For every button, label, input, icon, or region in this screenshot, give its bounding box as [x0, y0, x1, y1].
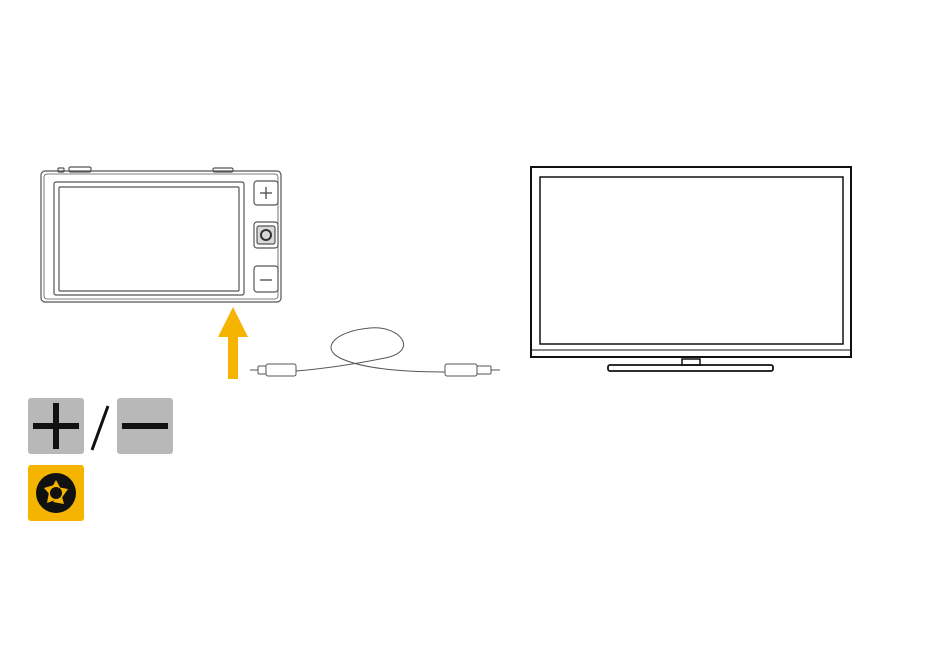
device-body-inner-edge	[44, 174, 278, 299]
device-screen-frame	[54, 182, 244, 295]
cable-left-plug-tip	[258, 366, 266, 374]
shutter-icon	[28, 465, 84, 521]
hdmi-cable	[250, 328, 500, 376]
cable-right-plug-body	[445, 364, 477, 376]
cable-right-plug-tip	[477, 366, 491, 374]
device-screen	[59, 187, 239, 291]
tv-frame	[531, 167, 851, 357]
arrow-up-icon	[218, 307, 248, 379]
device-shutter-button-face	[257, 226, 275, 244]
plus-icon	[28, 398, 84, 454]
tv-screen	[540, 177, 843, 344]
plus-key	[28, 398, 84, 454]
television	[531, 167, 851, 371]
shutter-key	[28, 465, 84, 521]
minus-key	[117, 398, 173, 454]
minus-icon	[117, 398, 173, 454]
device-minus-button	[254, 266, 278, 292]
tv-stand-base	[608, 365, 773, 371]
device-body	[41, 171, 281, 302]
slash-separator	[86, 402, 114, 454]
magnifier-device	[41, 167, 281, 302]
cable-left-plug-body	[266, 364, 296, 376]
cable-wire	[296, 328, 445, 372]
